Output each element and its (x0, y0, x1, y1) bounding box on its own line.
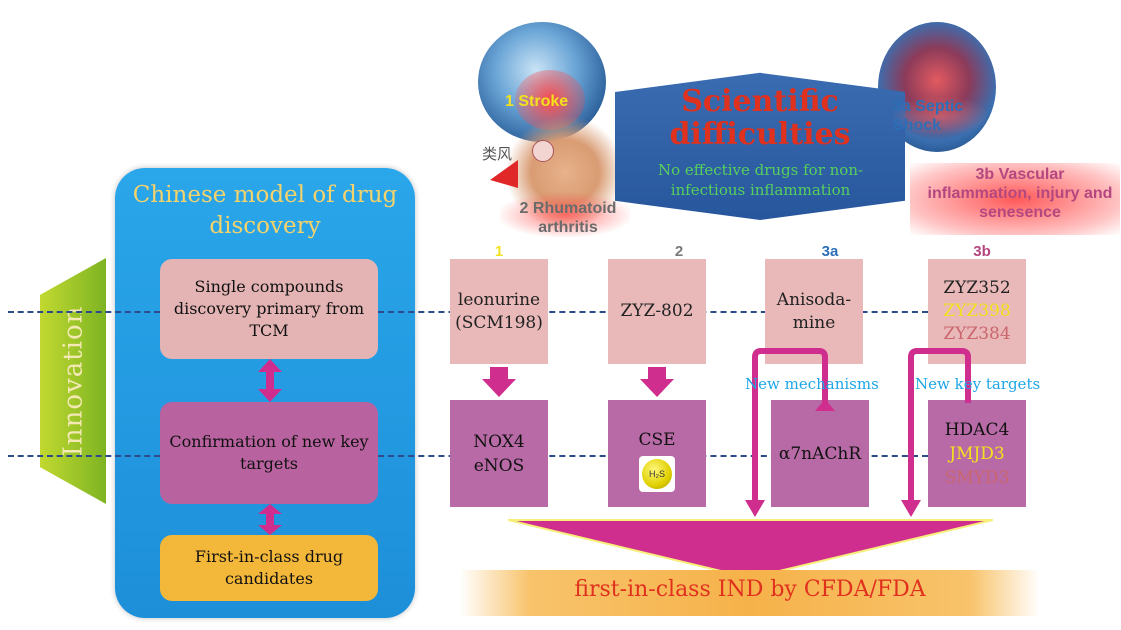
column-number-1: 1 (494, 243, 504, 260)
disease-ra: 2 Rhumatoid arthritis (519, 200, 617, 236)
joint-icon (532, 140, 554, 162)
column-number-2: 2 (674, 243, 684, 260)
dashed-line-row2-left (8, 455, 160, 457)
model-title: Chinese model of drug discovery (132, 182, 398, 239)
difficulties-banner (615, 72, 905, 220)
double-arrow-1 (258, 359, 282, 402)
step-compound-discovery: Single compounds discovery primary from … (160, 259, 378, 359)
target-box-3a: α7nAChR (771, 400, 869, 507)
compound-box-3b: ZYZ352 ZYZ398 ZYZ384 (928, 259, 1026, 364)
compound-box-1: leonurine (SCM198) (450, 259, 548, 364)
difficulties-subtitle: No effective drugs for non-infectious in… (657, 161, 864, 199)
target-hdac4: HDAC4 (944, 419, 1010, 440)
target-box-1: NOX4 eNOS (450, 400, 548, 507)
compound-box-3a: Anisoda-mine (765, 259, 863, 364)
red-pointer-triangle (490, 160, 518, 188)
h2s-molecule-icon: H₂S (639, 456, 675, 492)
new-mechanisms-label: New mechanisms (745, 375, 879, 393)
disease-stroke: 1 Stroke (505, 93, 569, 110)
disease-septic: 3a Septic Shock (893, 97, 988, 135)
down-arrow-1 (482, 367, 516, 397)
column-number-3b: 3b (973, 243, 991, 260)
ra-glow (500, 193, 630, 237)
double-arrow-2 (258, 504, 282, 535)
target-box-3b: HDAC4 JMJD3 SMYD3 (928, 400, 1026, 507)
target-a7nachr: α7nAChR (778, 443, 862, 464)
target-smyd3: SMYD3 (944, 467, 1010, 488)
difficulties-title: Scientific difficulties (669, 84, 851, 152)
compound-zyz398: ZYZ398 (943, 301, 1011, 321)
target-nox4: NOX4 (473, 431, 525, 452)
new-key-targets-label: New key targets (915, 375, 1041, 393)
target-cse: CSE (638, 430, 676, 450)
compound-zyz384: ZYZ384 (943, 324, 1011, 344)
funnel-arrow (508, 519, 993, 580)
step-target-confirmation: Confirmation of new key targets (160, 402, 378, 504)
innovation-banner (40, 258, 106, 504)
step-drug-candidates: First-in-class drug candidates (160, 535, 378, 601)
dashed-line-row1-left (8, 311, 160, 313)
target-jmjd3: JMJD3 (949, 443, 1005, 464)
mechanism-loop-arrow (745, 348, 835, 517)
targets-loop-arrow (901, 348, 971, 517)
hand-caption: 类风 (482, 146, 513, 163)
ind-bar (460, 570, 1040, 616)
target-box-2: CSE H₂S (608, 400, 706, 507)
compound-box-2: ZYZ-802 (608, 259, 706, 364)
target-enos: eNOS (473, 455, 525, 476)
compound-zyz352: ZYZ352 (943, 278, 1011, 298)
disease-vascular: 3b Vascular inflammation, injury and sen… (927, 166, 1113, 221)
down-arrow-2 (640, 367, 674, 397)
innovation-label: Innovation (58, 305, 89, 457)
ind-label: first-in-class IND by CFDA/FDA (574, 577, 926, 602)
blood-vessel-image (910, 163, 1120, 235)
column-number-3a: 3a (821, 243, 839, 260)
